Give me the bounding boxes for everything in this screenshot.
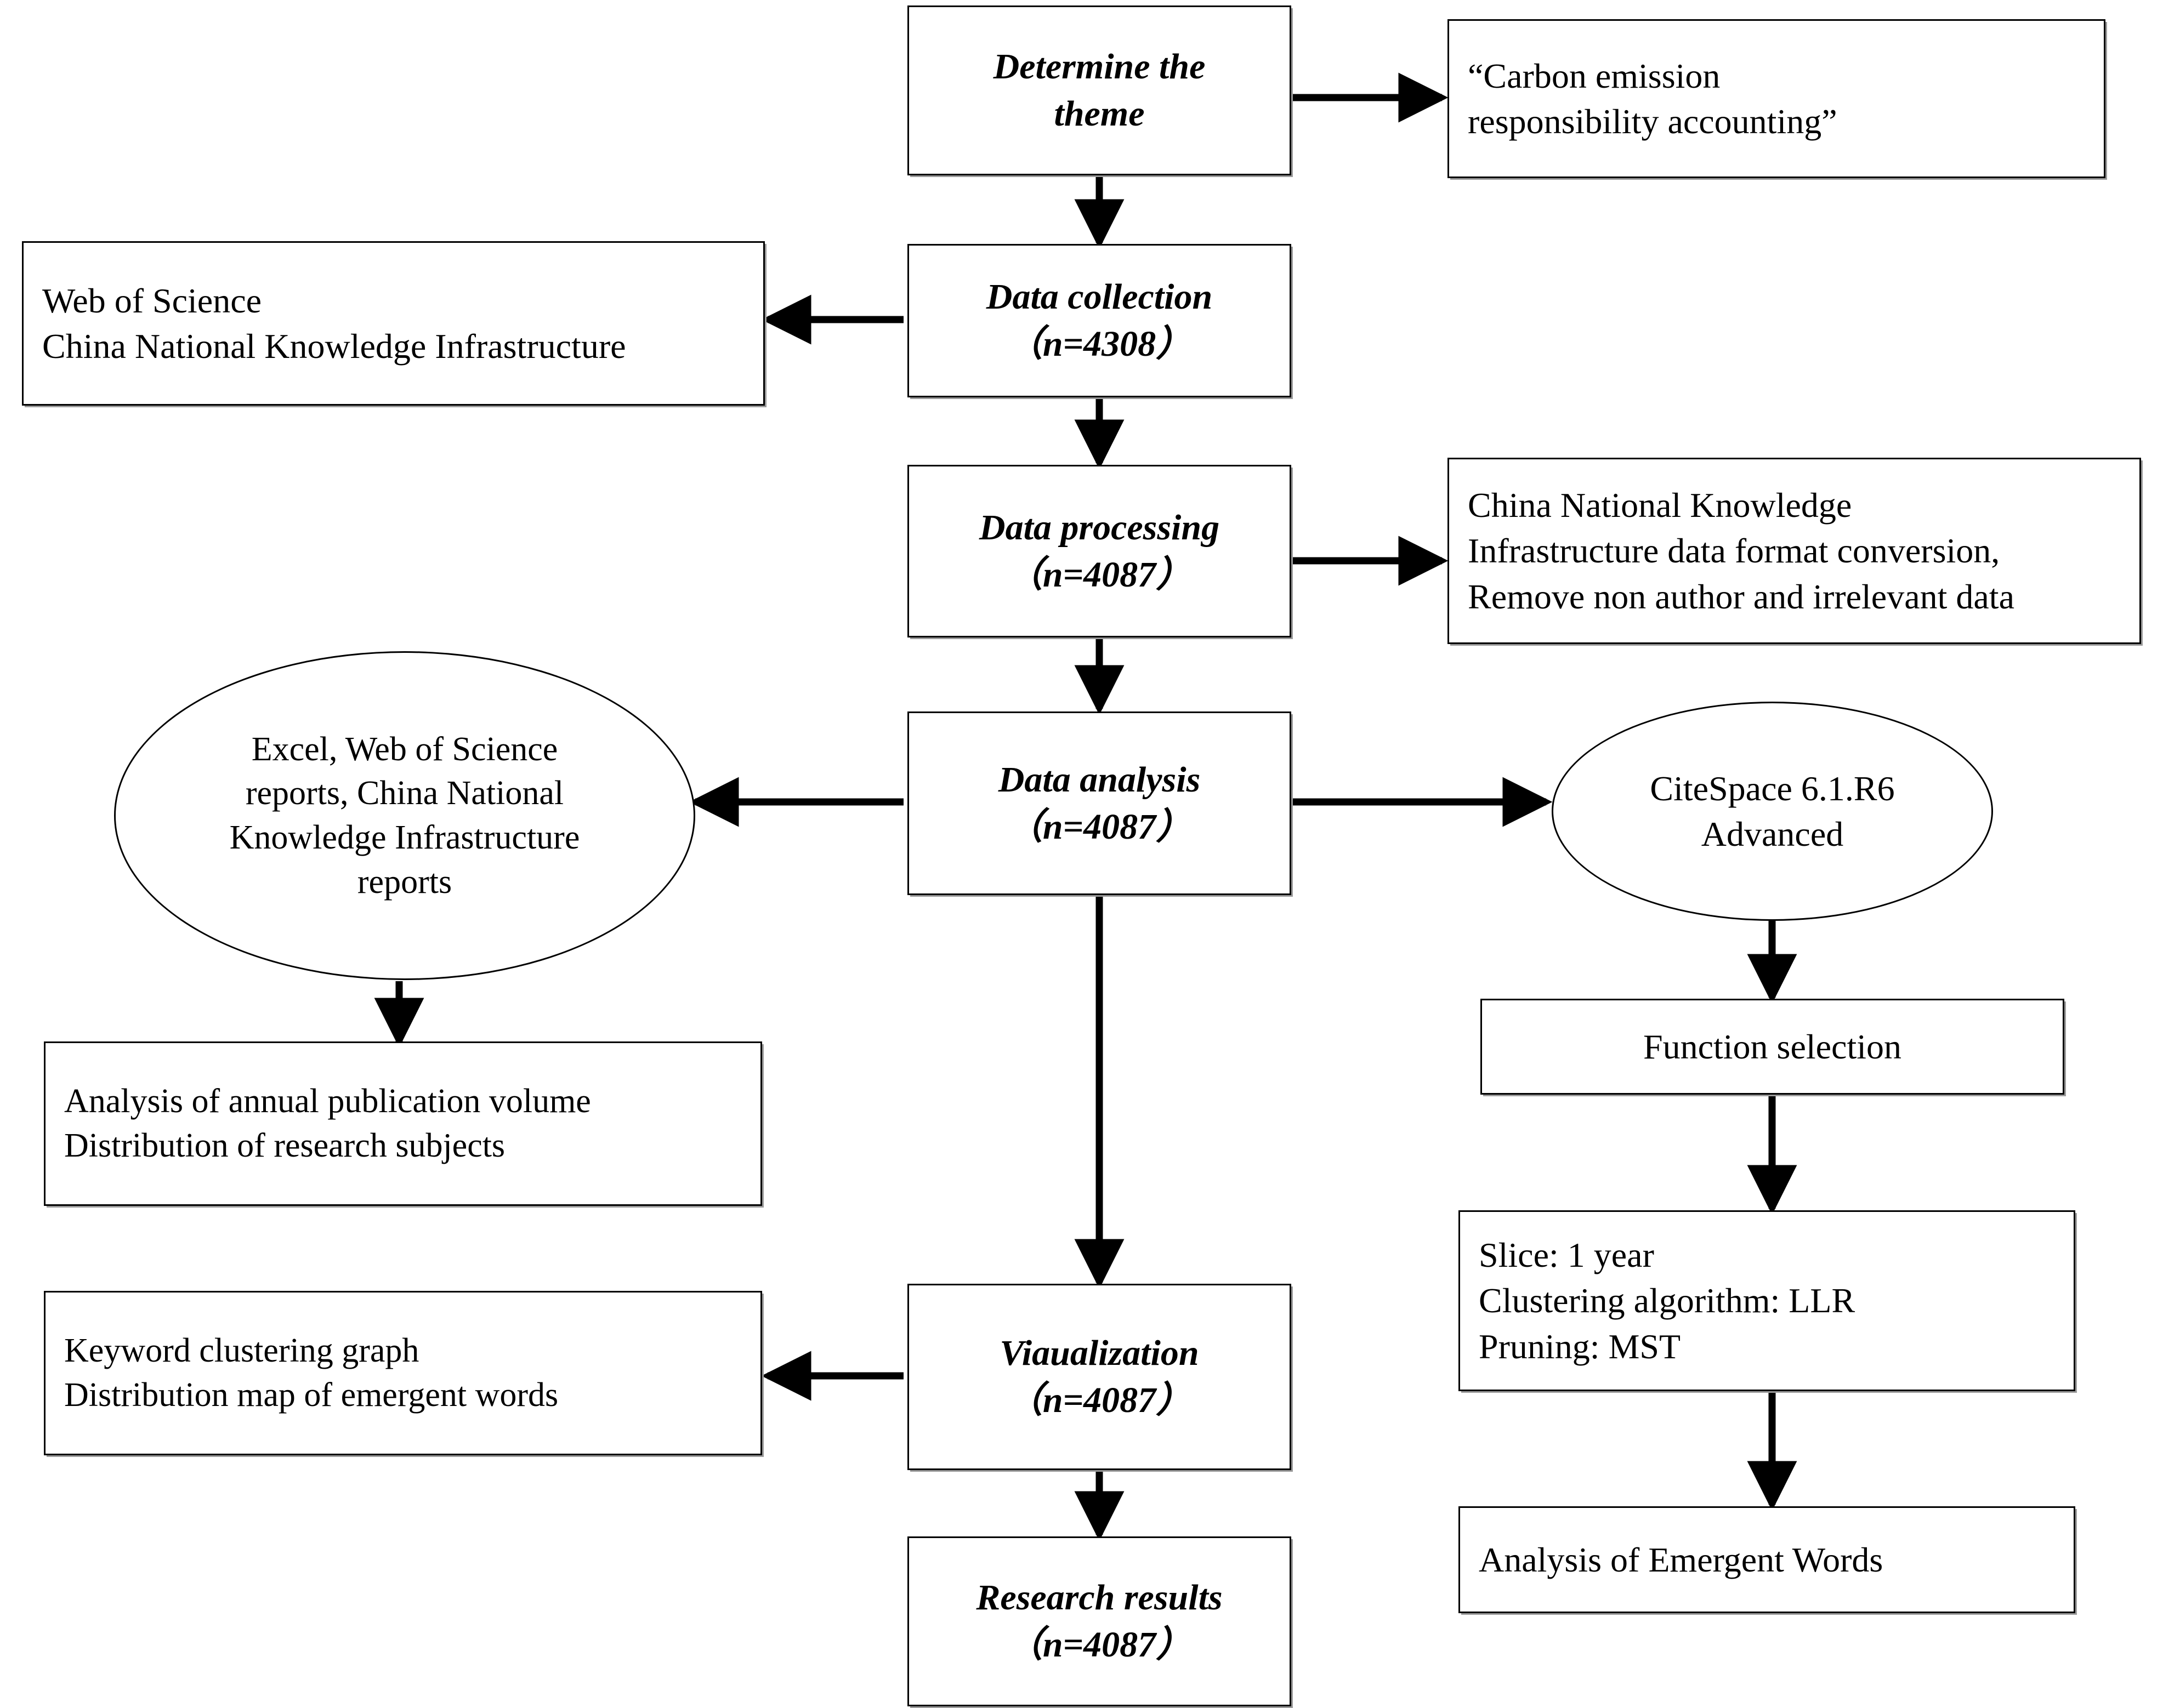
node-visual-outputs[interactable]: Keyword clustering graph Distribution ma… — [44, 1291, 762, 1455]
node-line: Clustering algorithm: LLR — [1479, 1281, 1855, 1320]
node-data-analysis[interactable]: Data analysis （n=4087） — [907, 711, 1291, 895]
node-line: （n=4308） — [1006, 324, 1193, 364]
node-line: Data collection — [986, 277, 1213, 317]
node-line: Pruning: MST — [1479, 1326, 1681, 1366]
node-determine-theme[interactable]: Determine the theme — [907, 5, 1291, 175]
node-line: CiteSpace 6.1.R6 — [1650, 768, 1895, 808]
node-line: China National Knowledge — [1468, 486, 1852, 525]
node-research-results[interactable]: Research results （n=4087） — [907, 1536, 1291, 1706]
node-line: （n=4087） — [1006, 806, 1193, 847]
node-left-outputs[interactable]: Analysis of annual publication volume Di… — [44, 1041, 762, 1206]
node-line: Slice: 1 year — [1479, 1236, 1654, 1275]
node-theme-value[interactable]: “Carbon emission responsibility accounti… — [1447, 19, 2105, 178]
node-line: Viaualization — [1000, 1333, 1199, 1374]
node-line: China National Knowledge Infrastructure — [42, 327, 626, 366]
node-parameters[interactable]: Slice: 1 year Clustering algorithm: LLR … — [1458, 1210, 2075, 1391]
node-line: theme — [1054, 94, 1145, 134]
node-emergent-words[interactable]: Analysis of Emergent Words — [1458, 1506, 2075, 1613]
node-line: Excel, Web of Science — [251, 730, 558, 768]
node-data-collection[interactable]: Data collection （n=4308） — [907, 244, 1291, 397]
node-line: Analysis of Emergent Words — [1479, 1540, 1883, 1579]
node-line: （n=4087） — [1006, 554, 1193, 595]
node-line: “Carbon emission — [1468, 56, 1721, 95]
node-line: Research results — [976, 1578, 1223, 1618]
node-tools-right[interactable]: CiteSpace 6.1.R6 Advanced — [1552, 702, 1993, 921]
node-line: Distribution map of emergent words — [64, 1376, 559, 1414]
node-line: Web of Science — [42, 281, 262, 320]
node-line: Function selection — [1643, 1027, 1902, 1066]
node-line: Distribution of research subjects — [64, 1127, 506, 1164]
node-line: Knowledge Infrastructure — [229, 819, 580, 856]
node-line: reports, China National — [245, 775, 564, 812]
node-line: Data analysis — [998, 759, 1201, 800]
node-line: （n=4087） — [1006, 1380, 1193, 1420]
node-line: responsibility accounting” — [1468, 102, 1837, 141]
node-line: Keyword clustering graph — [64, 1332, 419, 1370]
node-line: Analysis of annual publication volume — [64, 1083, 591, 1120]
node-function-selection[interactable]: Function selection — [1480, 999, 2064, 1095]
node-line: Determine the — [993, 47, 1206, 87]
node-line: （n=4087） — [1006, 1625, 1193, 1665]
node-visualization[interactable]: Viaualization （n=4087） — [907, 1284, 1291, 1470]
node-data-sources[interactable]: Web of Science China National Knowledge … — [22, 241, 765, 406]
node-line: Remove non author and irrelevant data — [1468, 577, 2014, 616]
node-processing-detail[interactable]: China National Knowledge Infrastructure … — [1447, 458, 2141, 644]
node-line: Advanced — [1701, 815, 1844, 853]
node-line: reports — [357, 863, 452, 901]
node-line: Infrastructure data format conversion, — [1468, 531, 2000, 571]
node-data-processing[interactable]: Data processing （n=4087） — [907, 465, 1291, 637]
node-line: Data processing — [979, 507, 1220, 548]
node-tools-left[interactable]: Excel, Web of Science reports, China Nat… — [114, 651, 695, 980]
